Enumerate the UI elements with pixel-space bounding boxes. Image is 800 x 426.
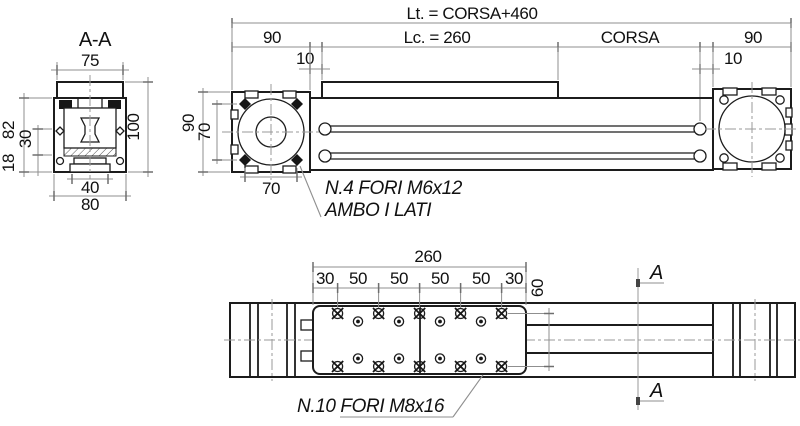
m8-hole-icon (413, 307, 426, 320)
note-ambo-i-lati: AMBO I LATI (324, 200, 432, 221)
note-fori-m6: N.4 FORI M6x12 (325, 178, 463, 199)
svg-text:30: 30 (316, 269, 334, 288)
side-view-note: N.4 FORI M6x12 AMBO I LATI (299, 165, 463, 221)
note-fori-m8: N.10 FORI M8x16 (297, 396, 445, 417)
corner-hole (719, 153, 729, 163)
svg-text:70: 70 (262, 179, 280, 198)
section-cut-marker: A A (636, 262, 664, 410)
dim-slot-width: 40 (67, 174, 113, 197)
m8-hole-icon (495, 307, 508, 320)
m8-hole-icon (331, 360, 344, 373)
svg-text:30: 30 (16, 130, 35, 148)
svg-text:50: 50 (349, 269, 367, 288)
dim-carriage-length: Lc. = 260 (404, 28, 471, 47)
svg-text:Lt. = CORSA+460: Lt. = CORSA+460 (406, 4, 537, 23)
svg-text:75: 75 (81, 51, 99, 70)
dim-row-spacing: 60 (508, 279, 554, 371)
svg-text:50: 50 (431, 269, 449, 288)
access-holes (352, 316, 487, 364)
side-extension-lines (231, 23, 792, 121)
dim-end-right: 90 (744, 28, 762, 47)
m6-hole-icon (291, 98, 303, 110)
svg-text:50: 50 (472, 269, 490, 288)
dim-base-width: 80 (49, 174, 131, 214)
dim-top-width: 75 (51, 51, 129, 80)
dim-total-length: Lt. = CORSA+460 (231, 4, 792, 28)
svg-text:80: 80 (81, 195, 99, 214)
svg-text:18: 18 (0, 154, 18, 172)
dim-block-height: 90 (179, 88, 230, 176)
m6-hole-icon (239, 154, 251, 166)
m8-hole-icon (454, 307, 467, 320)
svg-text:10: 10 (296, 49, 314, 68)
m8-hole-icon (372, 307, 385, 320)
svg-text:82: 82 (0, 121, 18, 139)
top-rails (525, 324, 714, 354)
dim-total-height: 100 (124, 77, 153, 177)
dim-body-height: 82 (0, 93, 52, 177)
svg-text:90: 90 (179, 114, 198, 132)
dim-low-height: 18 (0, 154, 18, 172)
dim-hole-span-horizontal: 70 (240, 168, 302, 198)
m8-holes (331, 307, 508, 373)
dim-stroke: CORSA (601, 28, 661, 47)
dim-hole-span-vertical: 70 (195, 100, 237, 164)
m8-hole-icon (454, 360, 467, 373)
top-view-note: N.10 FORI M8x16 (297, 374, 484, 418)
dim-hole-spacings: 30 50 50 50 50 30 (312, 269, 527, 308)
right-end-block (705, 82, 799, 177)
svg-text:40: 40 (81, 178, 99, 197)
svg-text:30: 30 (505, 269, 523, 288)
svg-text:60: 60 (528, 279, 547, 297)
svg-text:70: 70 (195, 123, 214, 141)
svg-text:260: 260 (414, 247, 441, 266)
section-view-title: A-A (79, 29, 112, 51)
carriage-plate-side (321, 81, 559, 99)
m8-hole-icon (413, 360, 426, 373)
section-label-top: A (649, 262, 663, 284)
svg-text:50: 50 (390, 269, 408, 288)
section-extrusion-body (53, 75, 127, 179)
m6-hole-icon (291, 154, 303, 166)
top-view: 260 30 50 50 50 50 30 60 (224, 247, 800, 418)
dim-offset-left: 10 (296, 49, 330, 74)
dim-end-left: 90 (263, 28, 281, 47)
belt-upper (318, 122, 707, 136)
corner-hole (719, 95, 729, 105)
t-slot-left-icon (55, 126, 65, 136)
svg-text:10: 10 (724, 49, 742, 68)
svg-text:100: 100 (124, 113, 143, 140)
m8-hole-icon (331, 307, 344, 320)
corner-hole (775, 153, 785, 163)
m6-hole-icon (239, 98, 251, 110)
dim-mid-height: 30 (16, 125, 52, 176)
section-view: A-A 75 (0, 29, 153, 214)
m8-hole-icon (495, 360, 508, 373)
belt-lower (318, 149, 707, 163)
left-end-block (222, 84, 320, 180)
side-view: Lt. = CORSA+460 90 Lc. = 260 CORSA 90 10… (179, 4, 799, 221)
corner-hole (775, 95, 785, 105)
t-slot-right-icon (115, 126, 125, 136)
m8-hole-icon (372, 360, 385, 373)
section-label-bottom: A (649, 380, 663, 402)
